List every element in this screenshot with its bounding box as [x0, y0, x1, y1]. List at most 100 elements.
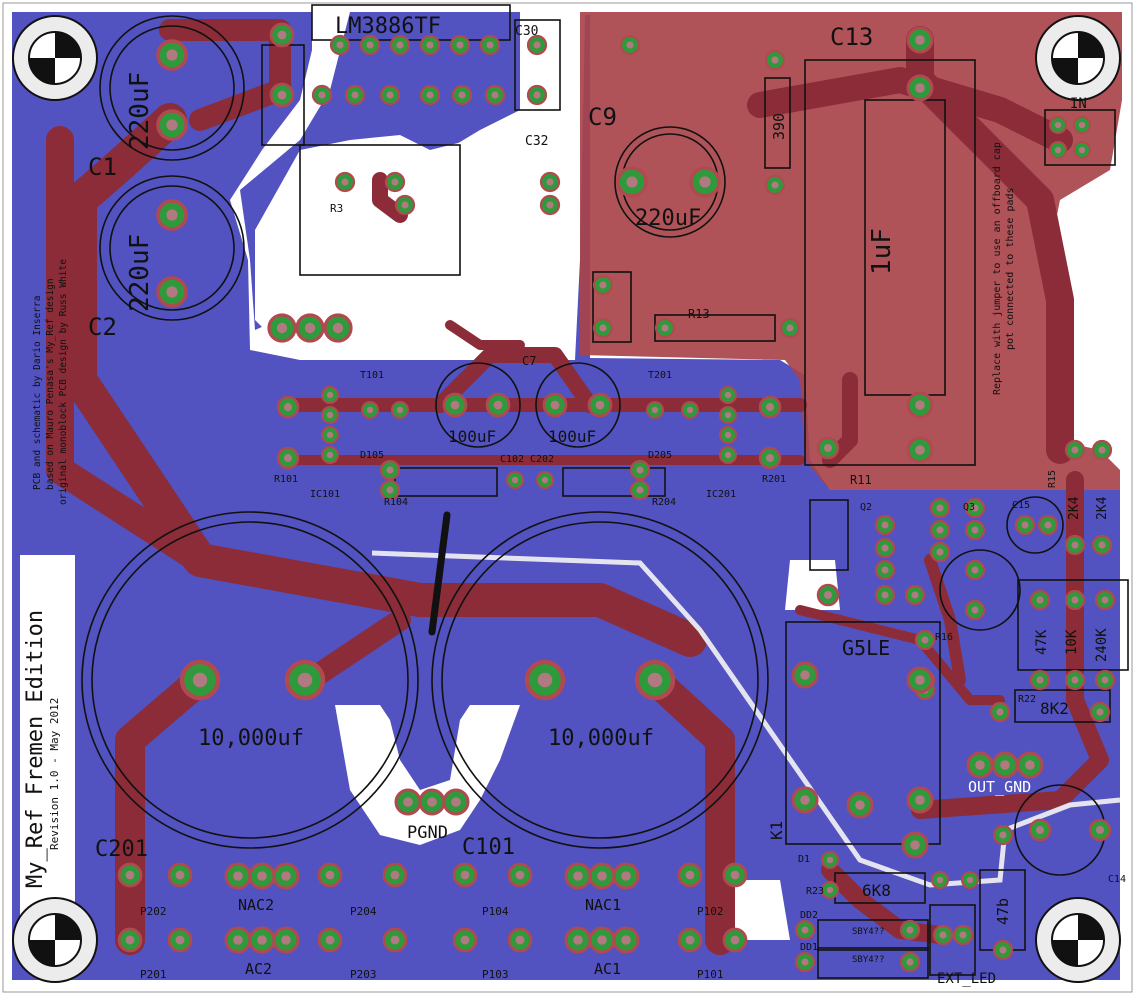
pour-cutouts: [20, 135, 840, 940]
mount-hole-bottom-right: [1035, 897, 1121, 983]
q3-label: Q3: [963, 502, 975, 513]
pad-drill: [1054, 121, 1062, 129]
r3-label: R3: [330, 202, 343, 215]
pad-drill: [175, 870, 185, 880]
pad-drill: [724, 431, 732, 439]
credits-line-1: PCB and schematic by Dario Inserra: [32, 296, 43, 490]
pad-drill: [390, 870, 400, 880]
pad-drill: [1078, 121, 1086, 129]
jumper-wire: [428, 511, 451, 636]
r11-label: R11: [850, 473, 872, 487]
pad-drill: [1101, 676, 1109, 684]
pad-drill: [911, 591, 919, 599]
pad-drill: [636, 486, 644, 494]
pad-drill: [936, 504, 944, 512]
pad-drill: [318, 91, 326, 99]
pad-drill: [771, 56, 779, 64]
pad-drill: [325, 935, 335, 945]
t201-label: T201: [648, 370, 672, 381]
pad-drill: [332, 322, 344, 334]
pad-drill: [546, 201, 554, 209]
pad-drill: [192, 672, 208, 688]
pad-drill: [800, 795, 810, 805]
pad-drill: [541, 476, 549, 484]
pad-drill: [390, 935, 400, 945]
pad-drill: [486, 41, 494, 49]
pad-drill: [801, 958, 809, 966]
pad-drill: [699, 176, 711, 188]
pad-drill: [546, 178, 554, 186]
pad-drill: [277, 90, 287, 100]
r-47k-label: 47K: [1034, 629, 1050, 655]
pad-drill: [936, 876, 944, 884]
pad-drill: [450, 400, 460, 410]
pad-drill: [915, 795, 925, 805]
pad-drill: [910, 840, 920, 850]
q2-label: Q2: [860, 502, 872, 513]
pad-drill: [1071, 596, 1079, 604]
pad-drill: [881, 521, 889, 529]
pad-drill: [277, 30, 287, 40]
pad-drill: [1044, 521, 1052, 529]
r-47b-label: 47b: [994, 898, 1012, 925]
pad-drill: [597, 871, 607, 881]
pad-drill: [971, 526, 979, 534]
pad-drill: [351, 91, 359, 99]
pad-drill: [730, 870, 740, 880]
pad-drill: [915, 35, 925, 45]
board-title: My_Ref Fremen Edition: [23, 610, 48, 888]
ext-led-label: EXT_LED: [937, 971, 996, 987]
big-cap-left-value: 10,000uf: [198, 726, 304, 751]
pad-drill: [573, 935, 583, 945]
p102-label: P102: [697, 905, 724, 918]
pad-drill: [730, 935, 740, 945]
pad-drill: [533, 41, 541, 49]
pad-drill: [460, 935, 470, 945]
board-revision: Revision 1.0 - May 2012: [48, 698, 61, 850]
pad-drill: [491, 91, 499, 99]
pad-drill: [826, 856, 834, 864]
pad-drill: [125, 935, 135, 945]
component-pads: [117, 22, 1116, 973]
pad-drill: [451, 797, 461, 807]
top-traces: [46, 19, 1109, 955]
pad-drill: [595, 400, 605, 410]
pad-drill: [621, 871, 631, 881]
r-10k-label: 10K: [1064, 629, 1080, 655]
dd2-label: DD2: [800, 910, 818, 921]
pad-drill: [276, 322, 288, 334]
pad-drill: [550, 400, 560, 410]
pad-drill: [1071, 541, 1079, 549]
pad-drill: [456, 41, 464, 49]
pad-drill: [906, 958, 914, 966]
sby2-label: SBY4??: [852, 955, 885, 965]
c1-value: 220uF: [125, 72, 155, 150]
p203-label: P203: [350, 968, 377, 981]
pad-drill: [325, 870, 335, 880]
pad-drill: [515, 870, 525, 880]
ac2-label: AC2: [245, 960, 272, 978]
pad-drill: [257, 935, 267, 945]
pad-drill: [281, 935, 291, 945]
airwire: [371, 550, 1121, 888]
pad-drill: [599, 324, 607, 332]
pad-drill: [125, 870, 135, 880]
pad-drill: [801, 926, 809, 934]
r201-label: R201: [762, 474, 786, 485]
pad-drill: [685, 935, 695, 945]
pad-drill: [391, 178, 399, 186]
c30-label: C30: [515, 24, 538, 39]
ic101-label: IC101: [310, 489, 340, 500]
pad-drill: [766, 454, 774, 462]
cap100-right-value: 100uF: [548, 427, 596, 446]
pad-drill: [386, 466, 394, 474]
pad-drill: [1098, 541, 1106, 549]
pad-drill: [959, 931, 967, 939]
out-gnd-label: OUT_GND: [968, 778, 1031, 796]
r13-label: R13: [688, 307, 710, 321]
pad-drill: [881, 591, 889, 599]
pad-drill: [855, 800, 865, 810]
cap100-left-value: 100uF: [448, 427, 496, 446]
pad-drill: [996, 708, 1004, 716]
c7-label: C7: [522, 354, 536, 368]
